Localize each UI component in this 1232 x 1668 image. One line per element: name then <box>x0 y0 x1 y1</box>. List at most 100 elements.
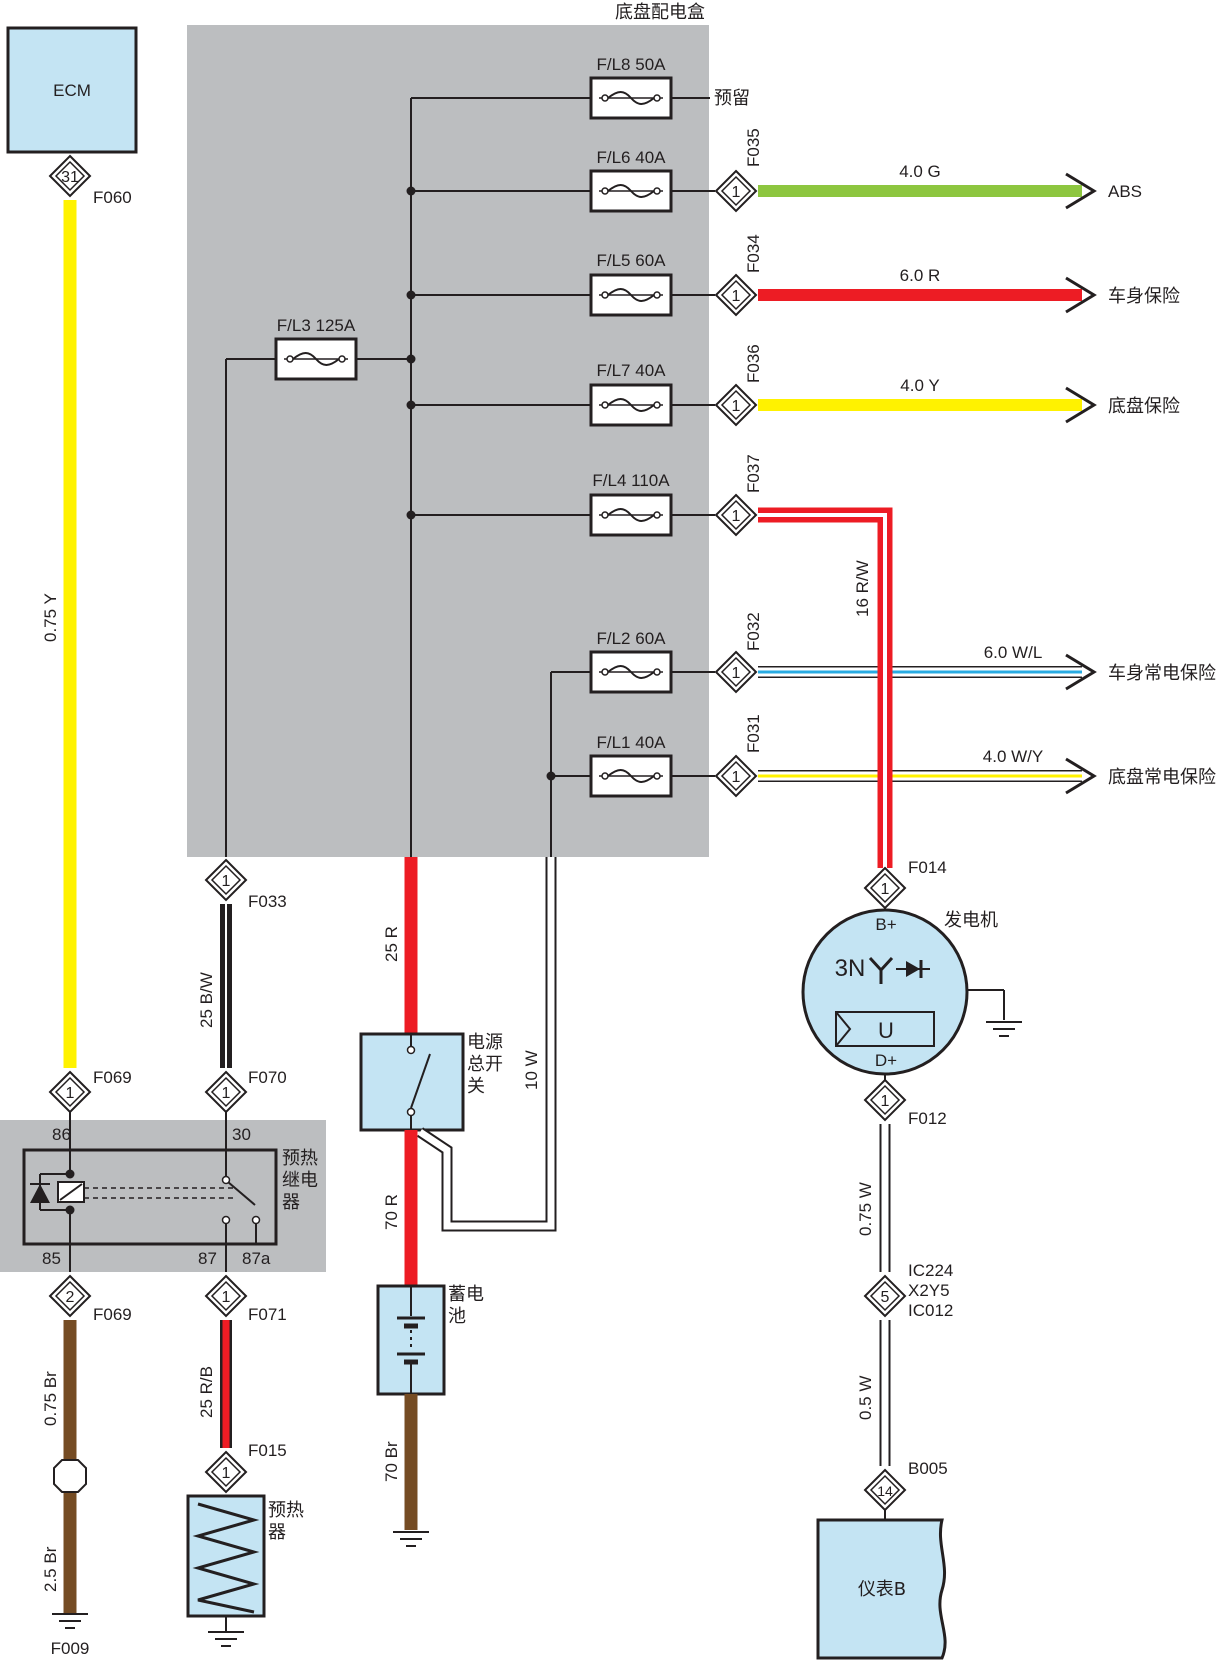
fuse-fl6: F/L6 40A <box>589 148 673 213</box>
connector-f033-label: F033 <box>248 892 287 911</box>
connector-f069-bottom: 2 <box>49 1275 91 1317</box>
svg-text:X2Y5: X2Y5 <box>908 1281 950 1300</box>
connector-f033: 1 <box>205 859 247 901</box>
connector-f015: 1 <box>205 1451 247 1493</box>
wire-label-bw: 25 B/W <box>197 972 216 1028</box>
svg-text:14: 14 <box>877 1483 893 1499</box>
instrument-cluster-label: 仪表B <box>858 1579 906 1600</box>
svg-text:B+: B+ <box>875 915 896 934</box>
svg-text:F/L7 40A: F/L7 40A <box>597 361 667 380</box>
svg-text:U: U <box>878 1018 894 1043</box>
output-abs: 4.0 G ABS F035 <box>744 128 1142 210</box>
fuse-fl2: F/L2 60A <box>589 629 673 694</box>
reserved-label: 预留 <box>714 88 750 109</box>
connector-f070: 1 <box>205 1071 247 1113</box>
fuse-fl1: F/L1 40A <box>589 733 673 798</box>
chassis-fuse-label: 底盘保险 <box>1108 396 1180 417</box>
svg-text:电源: 电源 <box>467 1032 503 1053</box>
svg-text:1: 1 <box>732 769 741 786</box>
svg-text:IC012: IC012 <box>908 1301 953 1320</box>
connector-f032: F032 <box>744 612 763 651</box>
fuse-fl4: F/L4 110A <box>589 471 673 537</box>
connector-f009-label: F009 <box>51 1639 90 1658</box>
ecm-box <box>6 26 138 154</box>
connector-f037: F037 <box>744 454 763 493</box>
relay-label: 预热 继电 器 <box>282 1148 318 1213</box>
relay-pin-86: 86 <box>52 1125 71 1144</box>
svg-text:F/L2 60A: F/L2 60A <box>597 629 667 648</box>
body-fuse-label: 车身保险 <box>1108 286 1180 307</box>
relay-pin-87a: 87a <box>242 1249 271 1268</box>
svg-text:关: 关 <box>467 1076 485 1097</box>
wire-label-rw: 16 R/W <box>853 560 872 617</box>
distribution-box-panel <box>187 25 709 857</box>
connector-f060-label: F060 <box>93 188 132 207</box>
relay-pin-30: 30 <box>232 1125 251 1144</box>
splice-point <box>53 1459 87 1493</box>
connector-f014: 1 <box>864 867 906 909</box>
wire-label-10w: 10 W <box>522 1050 541 1090</box>
svg-text:器: 器 <box>282 1192 300 1213</box>
svg-text:1: 1 <box>732 665 741 682</box>
glow-plug <box>186 1494 266 1647</box>
main-switch <box>359 1032 465 1132</box>
wire-label-br1: 0.75 Br <box>41 1371 60 1426</box>
fuse-fl5: F/L5 60A <box>589 251 673 317</box>
alternator: B+ D+ 3N U <box>801 908 1023 1076</box>
svg-text:31: 31 <box>61 169 79 186</box>
svg-text:1: 1 <box>66 1085 75 1102</box>
svg-text:总开: 总开 <box>467 1054 503 1075</box>
svg-text:D+: D+ <box>875 1051 897 1070</box>
relay-pin-85: 85 <box>42 1249 61 1268</box>
wire-label-wl: 6.0 W/L <box>984 643 1043 662</box>
body-constant-fuse-label: 车身常电保险 <box>1108 663 1216 684</box>
svg-text:继电: 继电 <box>282 1170 318 1191</box>
svg-text:F/L6 40A: F/L6 40A <box>597 148 667 167</box>
fuse-fl3: F/L3 125A <box>274 316 358 381</box>
wire-label-70r: 70 R <box>382 1194 401 1230</box>
output-chassis-constant-fuse: 4.0 W/Y 底盘常电保险 F031 <box>744 714 1216 795</box>
svg-text:1: 1 <box>222 1085 231 1102</box>
connector-diamonds-right: 1 1 1 1 1 1 <box>715 170 757 797</box>
connector-ic224: 5 <box>864 1275 906 1317</box>
relay-panel <box>0 1120 326 1272</box>
svg-text:器: 器 <box>268 1522 286 1543</box>
svg-text:3N: 3N <box>835 955 866 982</box>
wire-label-green: 4.0 G <box>899 162 941 181</box>
svg-text:F/L8 50A: F/L8 50A <box>597 55 667 74</box>
svg-text:F/L5 60A: F/L5 60A <box>597 251 667 270</box>
wire-label-25r: 25 R <box>382 926 401 962</box>
battery-label: 蓄电 池 <box>448 1284 484 1327</box>
connector-f035: F035 <box>744 128 763 167</box>
svg-text:1: 1 <box>732 288 741 305</box>
connector-f034: F034 <box>744 234 763 273</box>
svg-text:F/L4 110A: F/L4 110A <box>592 471 670 490</box>
svg-text:1: 1 <box>732 508 741 525</box>
alternator-label: 发电机 <box>944 910 998 931</box>
svg-text:池: 池 <box>448 1306 466 1327</box>
ecm-label: ECM <box>53 81 91 100</box>
svg-text:F/L3 125A: F/L3 125A <box>277 316 356 335</box>
connector-f071: 1 <box>205 1275 247 1317</box>
connector-f070-label: F070 <box>248 1068 287 1087</box>
wire-label-05w: 0.5 W <box>856 1376 875 1420</box>
fuse-fl8: F/L8 50A 预留 <box>589 55 750 120</box>
svg-text:IC224: IC224 <box>908 1261 953 1280</box>
connector-f071-label: F071 <box>248 1305 287 1324</box>
relay-pin-87: 87 <box>198 1249 217 1268</box>
wire-label-wy: 4.0 W/Y <box>983 747 1043 766</box>
glow-plug-label: 预热 器 <box>268 1500 304 1543</box>
connector-f069-bottom-label: F069 <box>93 1305 132 1324</box>
svg-text:预热: 预热 <box>268 1500 304 1521</box>
battery <box>376 1284 446 1396</box>
svg-text:1: 1 <box>222 1465 231 1482</box>
wire-label-70br: 70 Br <box>382 1441 401 1482</box>
svg-text:1: 1 <box>881 1093 890 1110</box>
battery-ground-icon <box>392 1531 430 1547</box>
connector-f069-top-label: F069 <box>93 1068 132 1087</box>
relay-body <box>22 1148 278 1246</box>
connector-ic224-label: IC224 X2Y5 IC012 <box>908 1261 953 1320</box>
svg-text:蓄电: 蓄电 <box>448 1284 484 1305</box>
svg-text:5: 5 <box>881 1289 890 1306</box>
